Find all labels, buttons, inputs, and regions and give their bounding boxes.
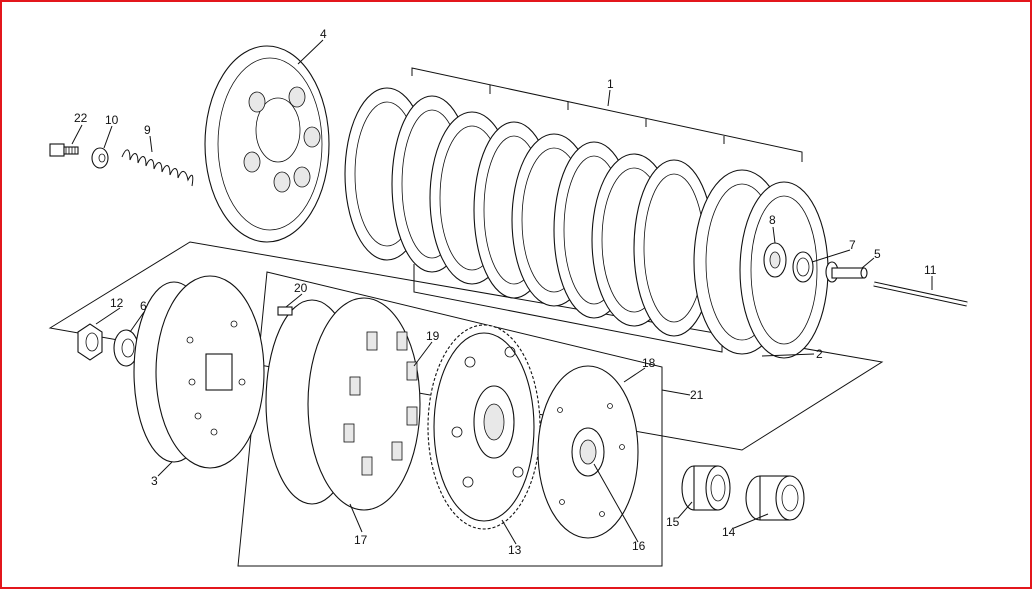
callout-16: 16 [632, 539, 646, 553]
callout-7: 7 [849, 238, 856, 252]
callout-4: 4 [320, 27, 327, 41]
guide-pin [277, 306, 293, 316]
clutch-plate-pack [344, 87, 829, 359]
callout-17: 17 [354, 533, 368, 547]
callout-14: 14 [722, 525, 736, 539]
callout-1: 1 [607, 77, 614, 91]
clutch-hub [133, 275, 265, 469]
push-rod-core [873, 282, 968, 306]
callout-6: 6 [140, 299, 147, 313]
callout-2: 2 [816, 347, 823, 361]
pressure-plate [204, 45, 330, 243]
bolt [49, 143, 79, 157]
retainer-plate [537, 365, 639, 539]
clutch-basket [265, 297, 421, 511]
callout-15: 15 [666, 515, 680, 529]
leader-lines [71, 39, 933, 545]
callout-9: 9 [144, 123, 151, 137]
callout-13: 13 [508, 543, 522, 557]
callout-8: 8 [769, 213, 776, 227]
washer [91, 147, 109, 169]
needle-bearing [681, 465, 731, 511]
spring [121, 149, 194, 187]
bushing [745, 475, 805, 521]
thrust-ring [763, 242, 787, 278]
callout-11: 11 [924, 263, 937, 277]
plate-pack-bracket [411, 67, 803, 162]
callout-21: 21 [690, 388, 704, 402]
callout-19: 19 [426, 329, 440, 343]
driven-gear [427, 324, 541, 530]
push-piece [825, 261, 868, 283]
callout-12: 12 [110, 296, 124, 310]
callout-10: 10 [105, 113, 119, 127]
clutch-nut [77, 323, 103, 361]
plates-lower-bracket [413, 264, 723, 353]
bearing [792, 251, 814, 283]
callout-20: 20 [294, 281, 308, 295]
callout-5: 5 [874, 247, 881, 261]
callout-18: 18 [642, 356, 656, 370]
callout-22: 22 [74, 111, 88, 125]
callout-3: 3 [151, 474, 158, 488]
